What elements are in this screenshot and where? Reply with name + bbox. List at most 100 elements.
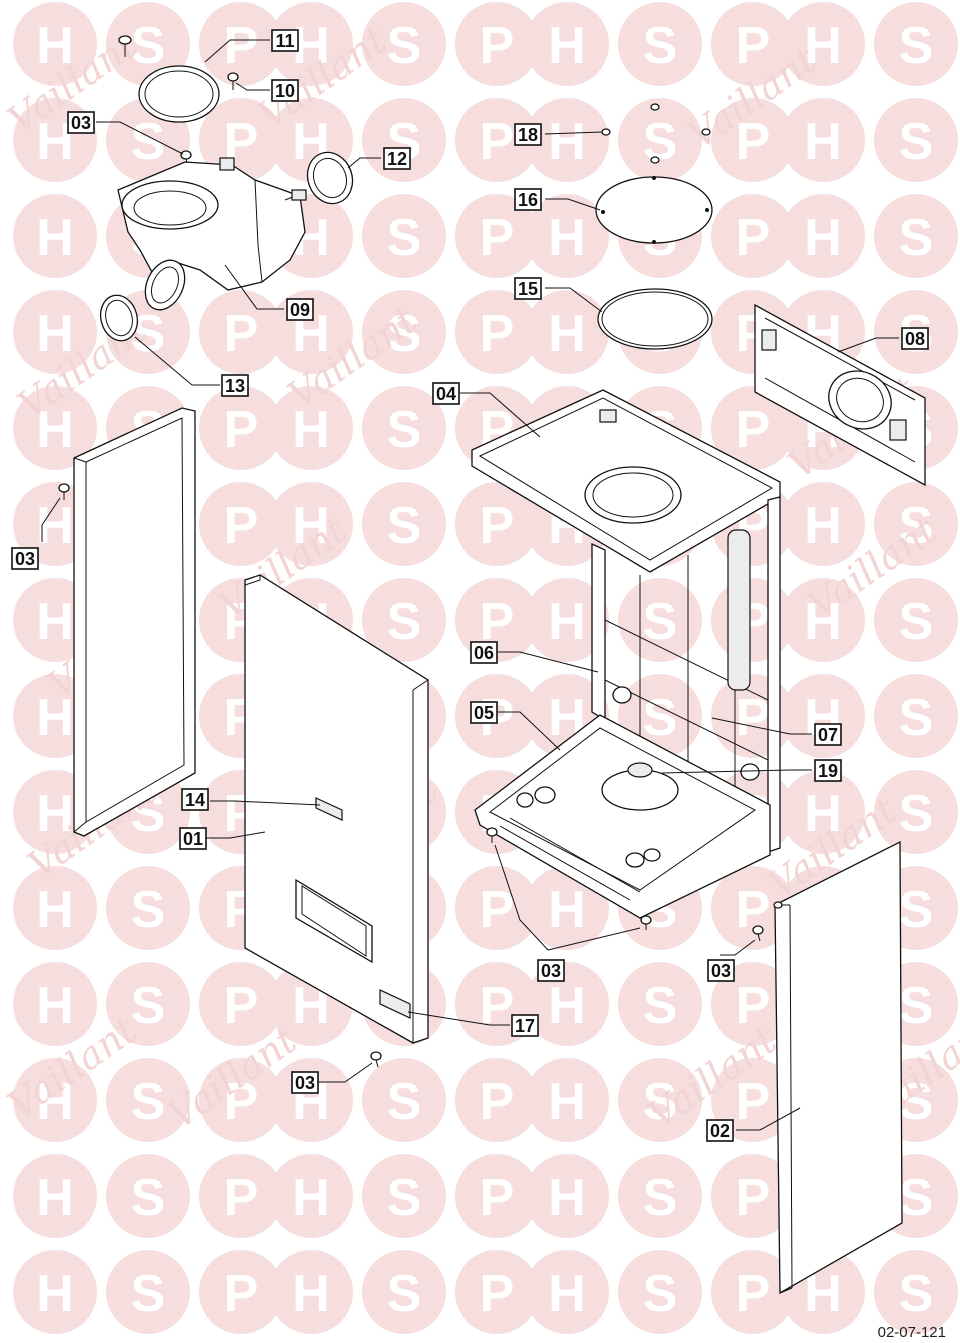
watermark-letter-p: P xyxy=(199,1058,283,1142)
watermark-letter-h: H xyxy=(13,1058,97,1142)
svg-text:12: 12 xyxy=(387,149,407,169)
svg-text:S: S xyxy=(643,17,678,75)
watermark-letter-h: H xyxy=(13,962,97,1046)
svg-text:P: P xyxy=(480,1169,515,1227)
screws-part-03-tray xyxy=(486,827,652,930)
svg-text:P: P xyxy=(224,17,259,75)
watermark-letter-s: S xyxy=(106,2,190,86)
watermark-letter-s: S xyxy=(106,1250,190,1334)
svg-text:P: P xyxy=(224,305,259,363)
svg-text:H: H xyxy=(36,785,74,843)
watermark-letter-h: H xyxy=(13,1250,97,1334)
svg-text:H: H xyxy=(548,1073,586,1131)
svg-text:19: 19 xyxy=(818,761,838,781)
watermark-letter-p: P xyxy=(199,290,283,374)
svg-text:P: P xyxy=(736,17,771,75)
svg-text:03: 03 xyxy=(711,961,731,981)
svg-text:H: H xyxy=(36,593,74,651)
svg-text:P: P xyxy=(224,401,259,459)
svg-text:07: 07 xyxy=(818,725,838,745)
watermark-letter-h: H xyxy=(269,1250,353,1334)
cover-plate-part-16 xyxy=(595,176,713,244)
watermark-letter-p: P xyxy=(711,866,795,950)
svg-text:P: P xyxy=(224,1073,259,1131)
watermark-letter-s: S xyxy=(618,1154,702,1238)
svg-text:S: S xyxy=(899,881,934,939)
gasket-part-15 xyxy=(597,288,713,350)
svg-text:S: S xyxy=(387,497,422,555)
svg-text:P: P xyxy=(736,1169,771,1227)
svg-text:S: S xyxy=(131,1265,166,1323)
callout-label-03: 03 xyxy=(537,959,565,982)
svg-text:02: 02 xyxy=(710,1121,730,1141)
callout-label-18: 18 xyxy=(514,123,542,146)
watermark-letter-s: S xyxy=(618,962,702,1046)
ring-part-12 xyxy=(306,151,354,205)
svg-text:S: S xyxy=(643,1073,678,1131)
callout-label-13: 13 xyxy=(221,374,249,397)
svg-text:S: S xyxy=(899,1265,934,1323)
watermark-letter-s: S xyxy=(106,962,190,1046)
callout-label-19: 19 xyxy=(814,759,842,782)
watermark-letter-h: H xyxy=(781,578,865,662)
svg-text:11: 11 xyxy=(275,31,294,51)
watermark-letter-h: H xyxy=(525,290,609,374)
svg-text:P: P xyxy=(224,497,259,555)
watermark-letter-p: P xyxy=(455,1154,539,1238)
seal-ring-part-11 xyxy=(138,65,220,123)
svg-text:S: S xyxy=(387,1265,422,1323)
front-panel-part-01 xyxy=(244,574,429,1044)
svg-text:10: 10 xyxy=(275,81,295,101)
watermark-letter-h: H xyxy=(525,962,609,1046)
svg-text:H: H xyxy=(36,881,74,939)
svg-text:S: S xyxy=(131,17,166,75)
svg-text:03: 03 xyxy=(71,113,91,133)
svg-text:P: P xyxy=(480,17,515,75)
callout-label-12: 12 xyxy=(383,147,411,170)
screws-part-18 xyxy=(601,103,711,164)
svg-text:17: 17 xyxy=(515,1016,535,1036)
svg-text:S: S xyxy=(131,881,166,939)
svg-text:15: 15 xyxy=(518,279,538,299)
watermark-letter-h: H xyxy=(525,2,609,86)
watermark-letter-s: S xyxy=(618,98,702,182)
svg-text:S: S xyxy=(899,785,934,843)
svg-text:H: H xyxy=(292,401,330,459)
watermark-letter-h: H xyxy=(13,290,97,374)
flue-adaptor-group xyxy=(99,35,354,342)
screw-part-03-top xyxy=(180,150,192,167)
watermark-letter-p: P xyxy=(711,1154,795,1238)
svg-text:S: S xyxy=(899,1169,934,1227)
watermark-letter-p: P xyxy=(455,2,539,86)
svg-text:P: P xyxy=(736,113,771,171)
svg-text:S: S xyxy=(643,977,678,1035)
svg-text:H: H xyxy=(804,209,842,267)
svg-text:03: 03 xyxy=(15,549,35,569)
svg-text:H: H xyxy=(36,305,74,363)
watermark-letter-s: S xyxy=(106,866,190,950)
watermark-letter-h: H xyxy=(525,1154,609,1238)
svg-text:P: P xyxy=(736,209,771,267)
svg-text:P: P xyxy=(224,1265,259,1323)
watermark-letter-p: P xyxy=(455,1250,539,1334)
svg-text:H: H xyxy=(548,1169,586,1227)
watermark-letter-s: S xyxy=(874,194,958,278)
watermark-letter-h: H xyxy=(781,482,865,566)
svg-text:S: S xyxy=(387,1169,422,1227)
svg-text:H: H xyxy=(804,17,842,75)
watermark-letter-s: S xyxy=(362,194,446,278)
callout-label-03: 03 xyxy=(67,111,95,134)
boiler-chassis xyxy=(471,389,781,919)
watermark-letter-h: H xyxy=(269,482,353,566)
top-seal-group xyxy=(595,103,713,350)
svg-text:S: S xyxy=(387,17,422,75)
svg-text:P: P xyxy=(480,1073,515,1131)
svg-text:16: 16 xyxy=(518,190,538,210)
screw-part-03-bottom xyxy=(370,1051,382,1068)
svg-text:H: H xyxy=(36,977,74,1035)
watermark-letter-s: S xyxy=(362,1154,446,1238)
svg-text:P: P xyxy=(480,881,515,939)
svg-text:H: H xyxy=(548,1265,586,1323)
svg-text:P: P xyxy=(480,1265,515,1323)
